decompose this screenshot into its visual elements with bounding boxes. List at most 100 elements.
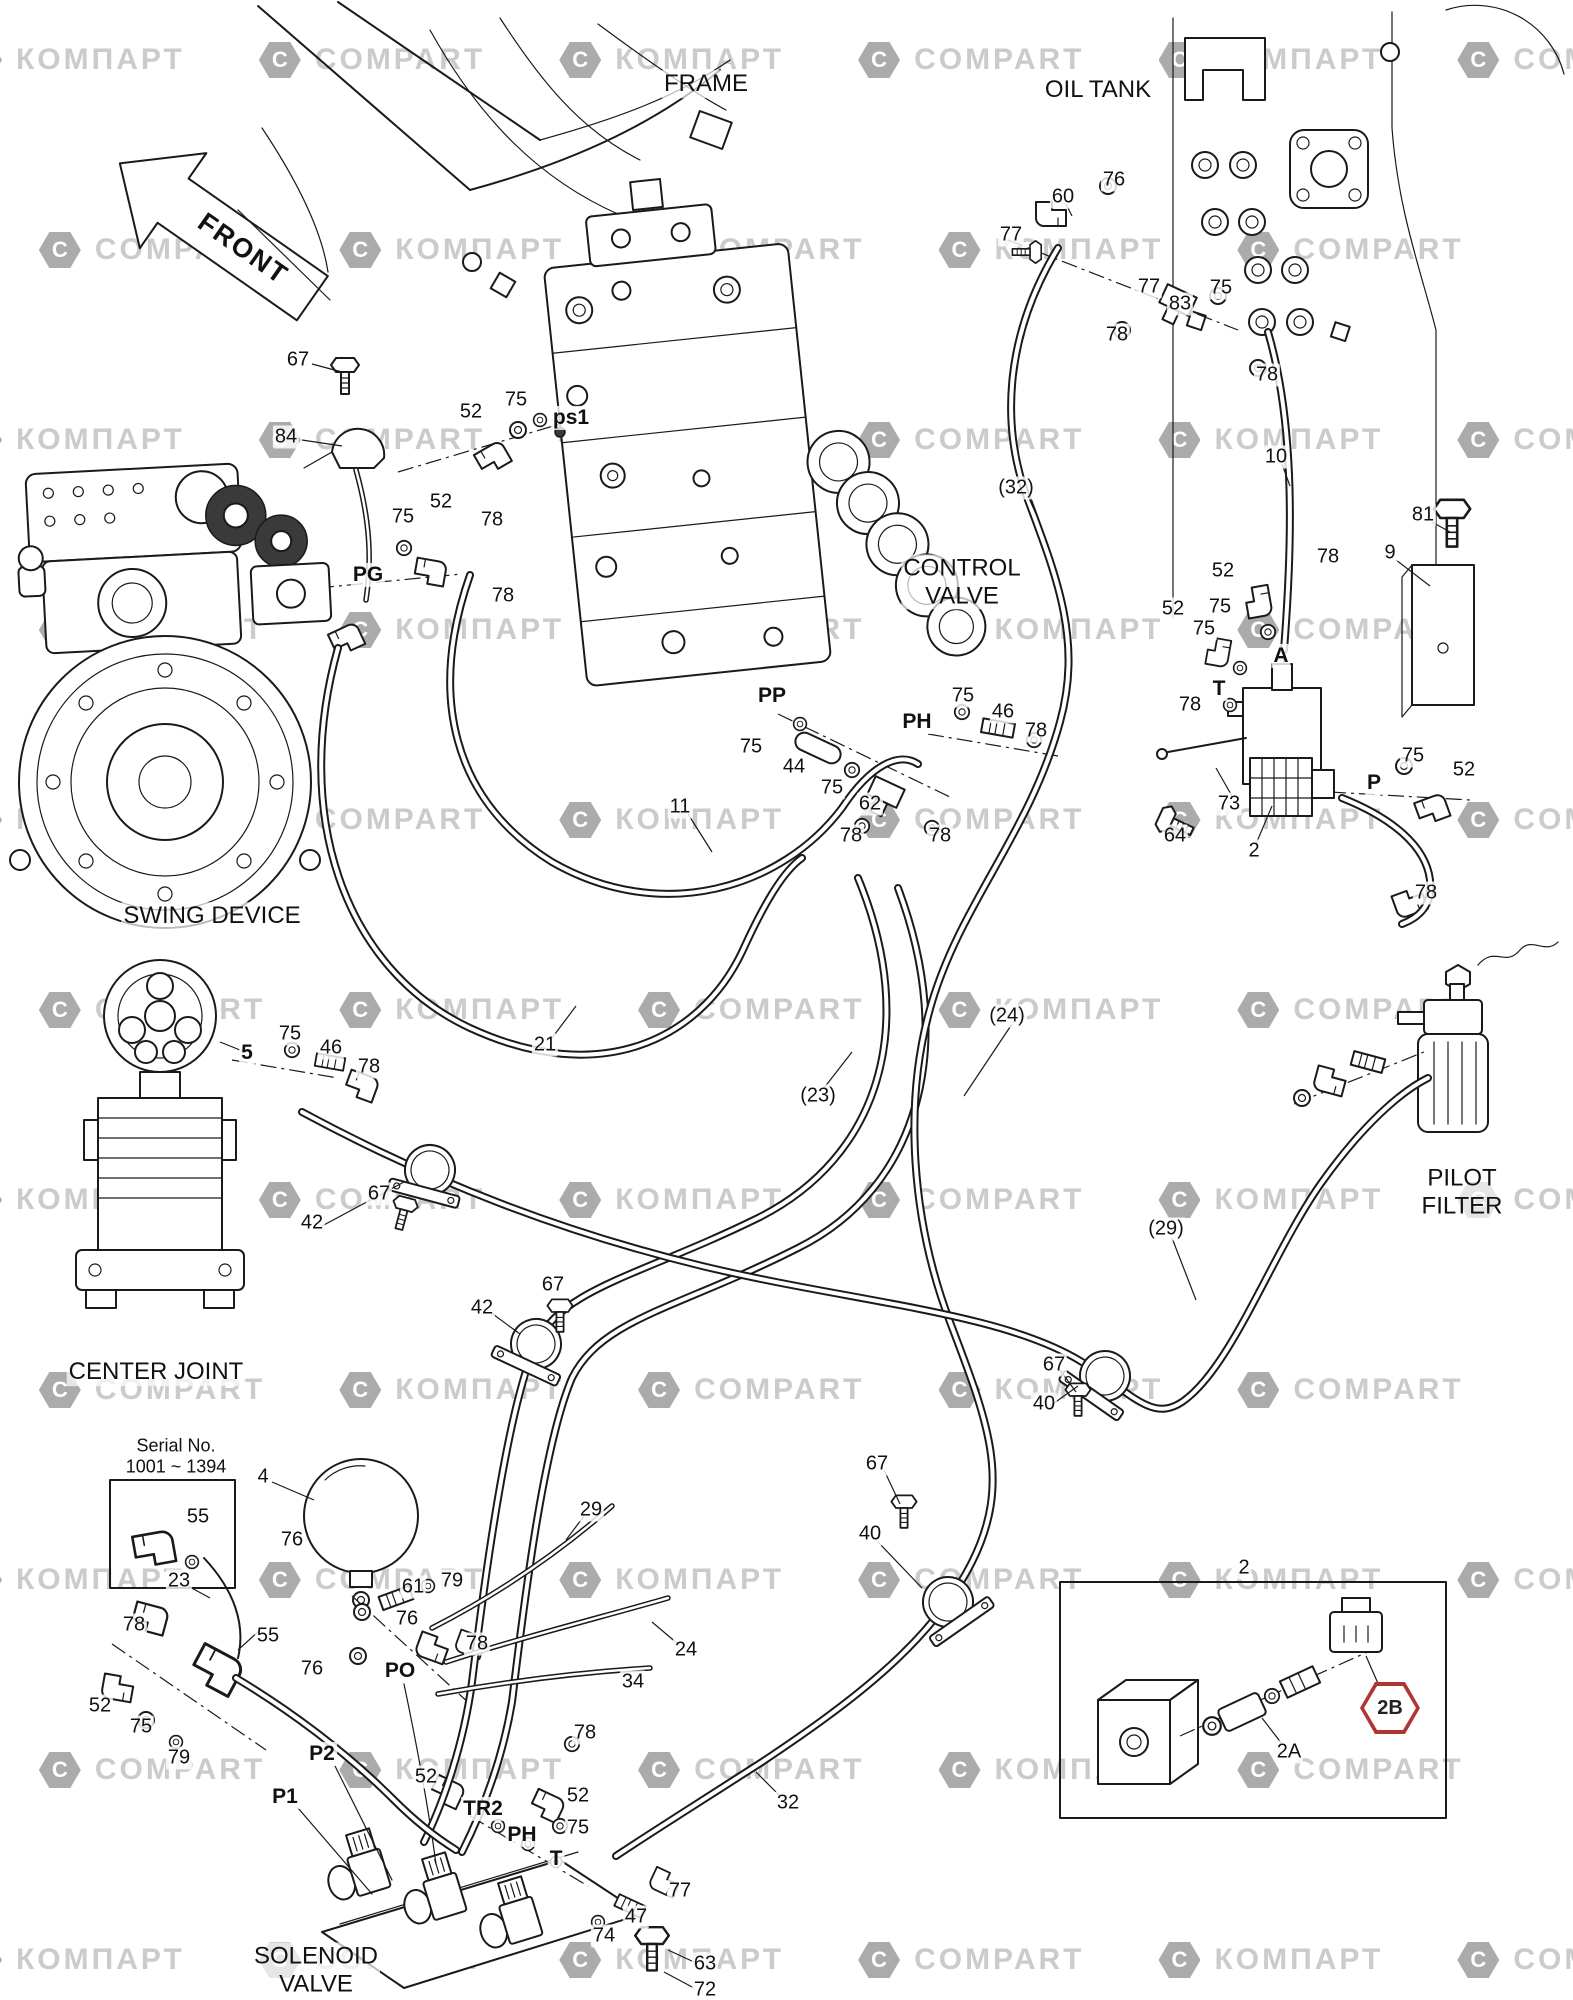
port-label: A (1271, 643, 1291, 669)
callout-number: 52 (427, 490, 455, 514)
compart-logo-icon: C (0, 1562, 2, 1598)
callout-number: (23) (798, 1084, 838, 1108)
oil-tank-parts-drawing (1172, 4, 1565, 718)
callout-number: 11 (667, 795, 693, 819)
pilot-filter-drawing (1293, 941, 1559, 1133)
compart-logo-icon: C (938, 992, 981, 1028)
callout-number: 9 (1382, 541, 1398, 565)
callout-number: 40 (1030, 1392, 1058, 1416)
watermark-text: COMPART (1513, 1563, 1573, 1596)
front-arrow (118, 152, 329, 322)
bottom-left-fittings-drawing (99, 1557, 267, 1751)
compart-logo-icon: C (0, 1942, 2, 1978)
watermark-text: COMPART (1293, 233, 1464, 266)
callout-number: 78 (1103, 323, 1131, 347)
callout-number: 81 (1409, 503, 1437, 527)
compart-logo-icon: C (1237, 232, 1280, 268)
watermark-text: COMPART (914, 1943, 1085, 1976)
compart-logo-icon: C (858, 1942, 901, 1978)
watermark-text: COMPART (914, 423, 1085, 456)
callout-number: 74 (590, 1924, 618, 1948)
callout-number: 79 (438, 1569, 466, 1593)
callout-number: 78 (489, 584, 517, 608)
compart-logo-icon: C (559, 802, 602, 838)
callout-number: 78 (120, 1613, 148, 1637)
callout-number: 21 (531, 1033, 559, 1057)
swing-device-drawing (9, 462, 372, 929)
callout-number: 78 (926, 824, 954, 848)
solenoid-valve-drawing (297, 1683, 683, 1989)
callout-number: 76 (393, 1607, 421, 1631)
accumulator-drawing (303, 1458, 419, 1609)
compart-logo-icon: C (1457, 802, 1500, 838)
port-label: TR2 (461, 1796, 505, 1822)
callout-number: 52 (1450, 758, 1478, 782)
callout-number: 83 (1166, 292, 1194, 316)
watermark-text: КОМПАРТ (1214, 423, 1384, 456)
callout-number: 78 (571, 1721, 599, 1745)
compart-logo-icon: C (258, 42, 301, 78)
port-label: PO (382, 1658, 418, 1684)
watermark-text: COMPART (1293, 1753, 1464, 1786)
callout-number: 75 (1206, 595, 1234, 619)
callout-number: 75 (276, 1022, 304, 1046)
compart-logo-icon: C (258, 1182, 301, 1218)
port-label: ps1 (550, 405, 592, 431)
compart-logo-icon: C (1158, 1182, 1201, 1218)
watermark-text: КОМПАРТ (395, 613, 565, 646)
callout-number: 78 (1253, 363, 1281, 387)
port-label: P2 (307, 1741, 337, 1767)
callout-number: 76 (278, 1528, 306, 1552)
callout-number: 67 (365, 1182, 393, 1206)
port-label: PG (350, 562, 386, 588)
callout-number: 72 (691, 1978, 719, 2000)
callout-number: 78 (463, 1632, 491, 1656)
callout-number: 76 (1100, 168, 1128, 192)
callout-number: 52 (412, 1765, 440, 1789)
watermark-text: COMPART (1513, 1943, 1573, 1976)
inset-detail-drawing (1059, 1581, 1447, 1819)
watermark-unit: C КОМПАРТ (0, 42, 185, 78)
callout-number: 24 (672, 1638, 700, 1662)
port-label: PH (505, 1822, 539, 1848)
callout-number: 61 (399, 1575, 427, 1599)
tank-fittings-drawing (1007, 177, 1267, 377)
pilot-line-fittings-drawing (349, 1578, 581, 1835)
watermark-text: COMPART (694, 1373, 865, 1406)
callout-number: 34 (619, 1670, 647, 1694)
compart-logo-icon: C (0, 42, 2, 78)
compart-logo-icon: C (559, 1562, 602, 1598)
port-label: T (1210, 676, 1228, 702)
watermark-text: КОМПАРТ (395, 1373, 565, 1406)
callout-number: (32) (996, 476, 1036, 500)
watermark-text: КОМПАРТ (16, 1943, 185, 1976)
compart-logo-icon: C (638, 1752, 681, 1788)
callout-number: 75 (949, 684, 977, 708)
callout-number: 75 (127, 1715, 155, 1739)
compart-logo-icon: C (559, 1182, 602, 1218)
callout-number: 4 (255, 1465, 271, 1489)
port-label: 5 (239, 1040, 255, 1066)
callout-number: 78 (1176, 693, 1204, 717)
watermark-unit: C COMPART (858, 1942, 1084, 1978)
callout-number: 79 (165, 1746, 193, 1770)
watermark-text: КОМПАРТ (994, 613, 1164, 646)
callout-number: 55 (184, 1505, 212, 1529)
callout-number: (24) (987, 1004, 1027, 1028)
watermark-text: COMPART (914, 43, 1085, 76)
component-label: SWING DEVICE (121, 902, 303, 930)
compart-logo-icon: C (38, 1752, 81, 1788)
compart-logo-icon: C (938, 1752, 981, 1788)
port-label: T (547, 1846, 565, 1872)
watermark-text: КОМПАРТ (16, 43, 185, 76)
